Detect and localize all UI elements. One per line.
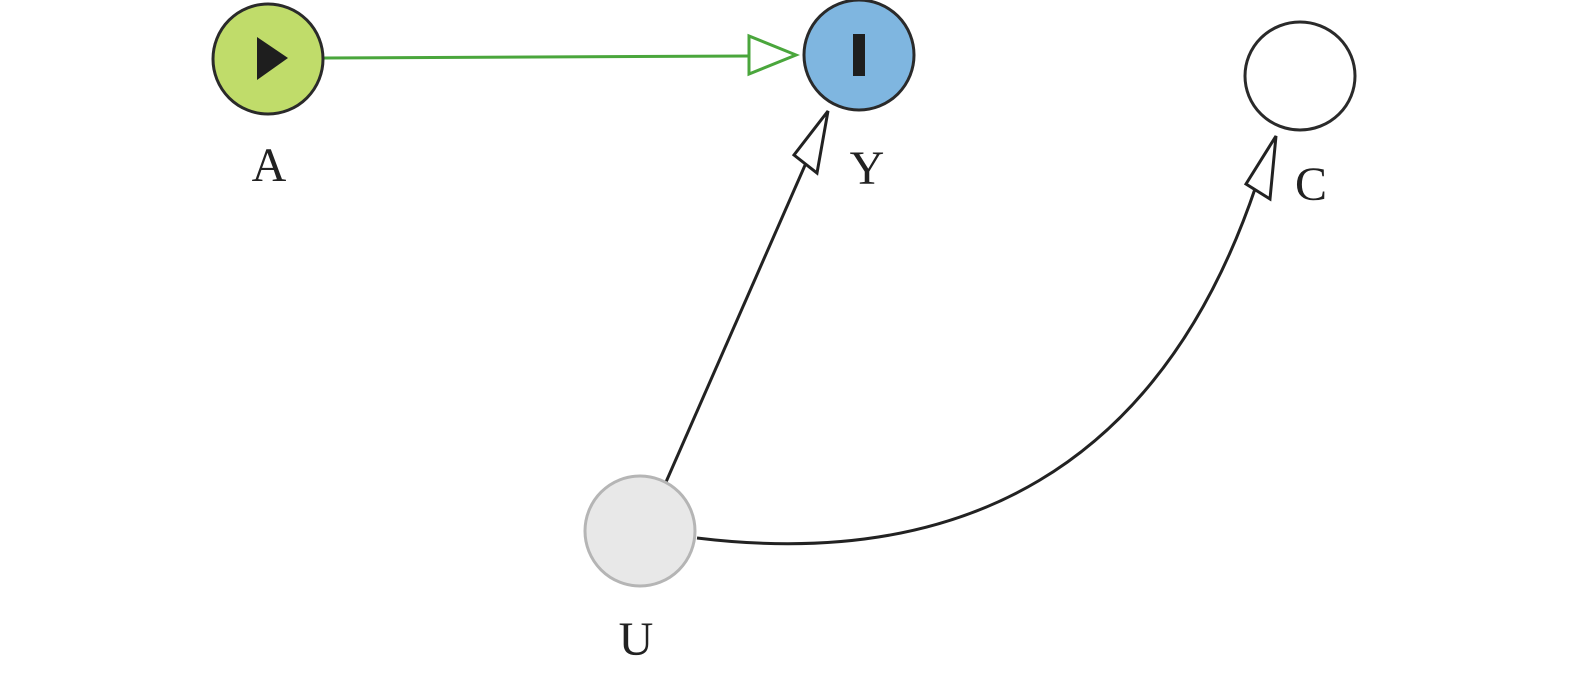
edge-a-to-y-line <box>323 54 751 60</box>
edge-a-to-y <box>323 33 801 77</box>
node-u-label: U <box>619 613 654 666</box>
edge-u-to-y-arrowhead <box>791 110 830 176</box>
node-c-label: C <box>1295 158 1327 211</box>
node-y: Y <box>802 0 916 195</box>
edge-u-to-c-arrowhead <box>1243 135 1278 202</box>
node-c-circle <box>1243 20 1357 132</box>
node-a: A <box>211 2 325 192</box>
edges <box>323 33 1278 546</box>
edge-u-to-c-line <box>696 185 1258 546</box>
node-c: C <box>1243 20 1357 211</box>
node-u: U <box>583 474 697 666</box>
play-icon <box>257 37 288 80</box>
node-a-label: A <box>252 139 287 192</box>
edge-a-to-y-arrowhead <box>747 33 801 77</box>
edge-u-to-c <box>696 135 1278 546</box>
node-u-circle <box>583 474 697 588</box>
node-y-label: Y <box>850 142 885 195</box>
edge-u-to-y <box>664 110 830 483</box>
edge-u-to-y-line <box>664 162 808 483</box>
bar-icon <box>853 34 865 76</box>
